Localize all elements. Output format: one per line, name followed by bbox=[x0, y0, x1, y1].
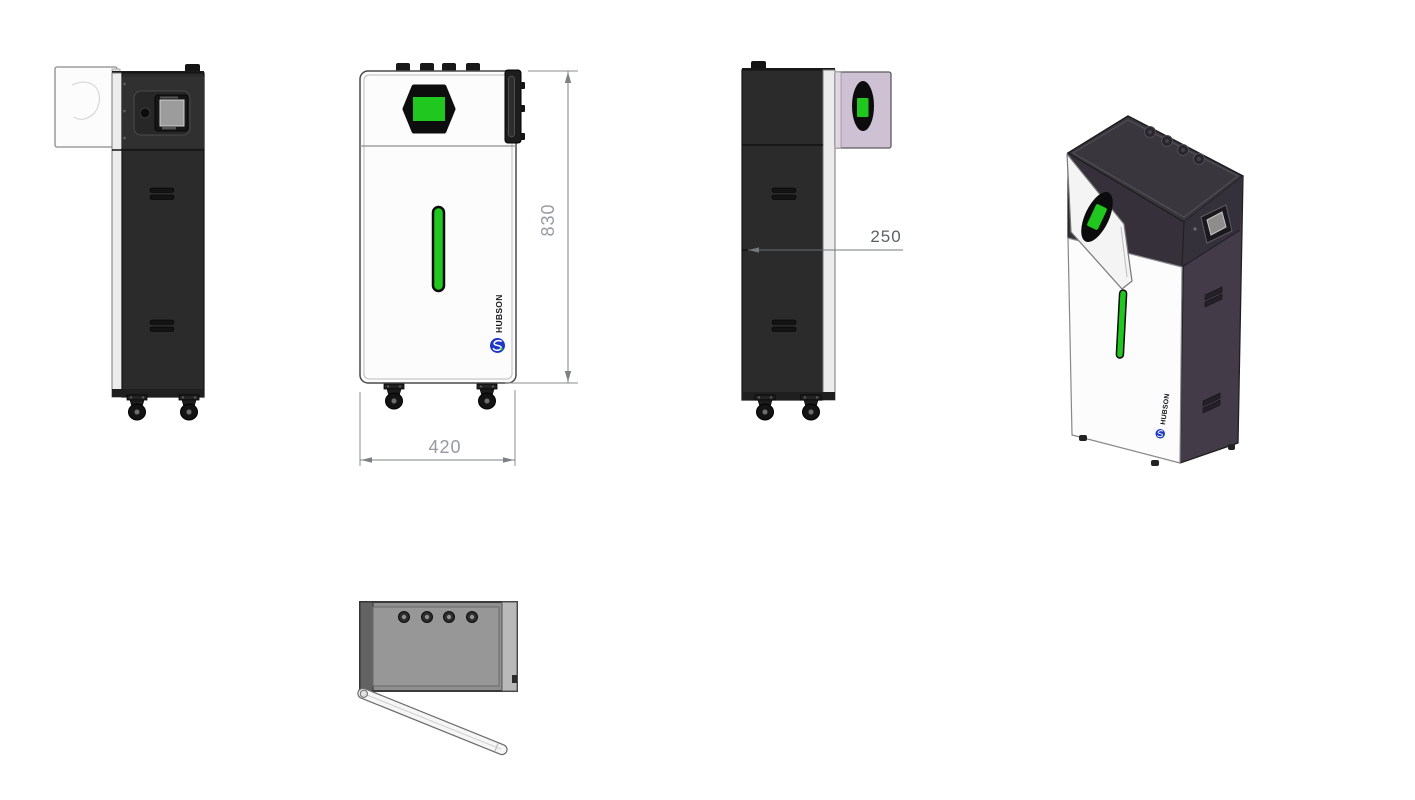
front-edge-strip bbox=[111, 72, 123, 398]
cabinet-side bbox=[741, 61, 836, 401]
arrowhead-left bbox=[361, 457, 372, 463]
top-port-bump bbox=[185, 64, 200, 73]
connector-nub bbox=[520, 82, 525, 89]
caster-wheel bbox=[126, 394, 148, 421]
dimension-width: 420 bbox=[359, 390, 516, 466]
caster-wheel bbox=[476, 383, 498, 410]
brand-name-vertical: HUBSON bbox=[494, 294, 504, 333]
power-button bbox=[1193, 227, 1197, 231]
screw bbox=[122, 135, 127, 141]
open-door-panel bbox=[1066, 153, 1133, 290]
side-panel bbox=[741, 69, 824, 401]
arrowhead-up bbox=[564, 72, 572, 83]
caster-wheel bbox=[383, 383, 405, 410]
left-side-view bbox=[54, 64, 205, 421]
indicator-window-green bbox=[412, 96, 446, 122]
open-door-edge bbox=[357, 687, 508, 756]
handle-slot-lower bbox=[1202, 392, 1221, 414]
top-face bbox=[359, 601, 518, 692]
dimension-height: 830 bbox=[505, 70, 578, 384]
caster-wheel bbox=[754, 394, 776, 421]
display-screen bbox=[1206, 211, 1227, 236]
door-end-cap bbox=[494, 743, 499, 752]
screw bbox=[122, 108, 127, 114]
screen-label-bottom bbox=[162, 127, 176, 130]
indicator-window-green bbox=[1087, 204, 1107, 230]
arrowhead-left bbox=[748, 247, 759, 253]
top-ports bbox=[1144, 126, 1205, 165]
indicator-window-green bbox=[857, 98, 869, 117]
screw bbox=[122, 81, 127, 87]
front-face bbox=[1067, 237, 1183, 464]
foot bbox=[1079, 435, 1087, 441]
front-edge-strip bbox=[822, 69, 836, 401]
inner-bezel-line bbox=[363, 74, 513, 380]
connector-nub bbox=[520, 133, 525, 140]
status-led-strip bbox=[1115, 289, 1128, 359]
top-view bbox=[357, 601, 518, 756]
screen-label-top bbox=[160, 96, 178, 99]
latch-notch bbox=[512, 675, 517, 683]
inner-face bbox=[372, 606, 500, 687]
door-arc-mark bbox=[71, 81, 100, 120]
side-connector-block bbox=[504, 69, 525, 144]
caster-wheel bbox=[800, 394, 822, 421]
brand-logo-icon bbox=[489, 337, 506, 354]
bottom-cap bbox=[112, 389, 204, 397]
isometric-view: HUBSON bbox=[1066, 115, 1244, 466]
hinge-edge-strip bbox=[359, 601, 374, 692]
dimension-depth: 250 bbox=[748, 227, 903, 253]
door-edge-line bbox=[363, 693, 502, 750]
handle-slot-upper bbox=[1204, 286, 1223, 308]
connector-nub bbox=[520, 105, 525, 112]
cabinet-side bbox=[111, 64, 205, 398]
open-door-panel bbox=[834, 71, 892, 149]
brand-logo-icon bbox=[1155, 428, 1166, 439]
foot bbox=[1228, 444, 1235, 450]
caster-wheel bbox=[178, 394, 200, 421]
front-view: HUBSON 830 420 bbox=[359, 63, 578, 466]
dimension-width-label: 420 bbox=[428, 437, 461, 457]
side-control-panel bbox=[1193, 204, 1233, 244]
power-button bbox=[139, 107, 151, 119]
arrowhead-down bbox=[564, 371, 572, 382]
door-bevel-line bbox=[1120, 226, 1128, 278]
door-hinge-pin bbox=[359, 689, 368, 698]
top-ports bbox=[398, 611, 478, 623]
right-side-view: 250 bbox=[741, 61, 903, 421]
display-screen bbox=[159, 99, 185, 127]
foot bbox=[1151, 460, 1159, 466]
arrowhead-right bbox=[503, 457, 514, 463]
band-divider bbox=[1181, 229, 1241, 268]
bottom-cap bbox=[742, 392, 835, 400]
brand-name-vertical: HUBSON bbox=[1160, 393, 1171, 425]
dimension-depth-label: 250 bbox=[870, 227, 901, 246]
top-face-bevel bbox=[1072, 119, 1239, 218]
hexagon-indicator bbox=[402, 84, 456, 134]
door-hinge-edge bbox=[834, 71, 842, 149]
open-door-flap bbox=[54, 66, 121, 148]
status-led-strip bbox=[431, 205, 446, 293]
front-edge-strip bbox=[501, 601, 518, 692]
right-side-face bbox=[1179, 175, 1244, 464]
dimension-height-label: 830 bbox=[538, 203, 558, 236]
top-port-bump bbox=[751, 61, 766, 70]
control-panel bbox=[133, 90, 191, 136]
